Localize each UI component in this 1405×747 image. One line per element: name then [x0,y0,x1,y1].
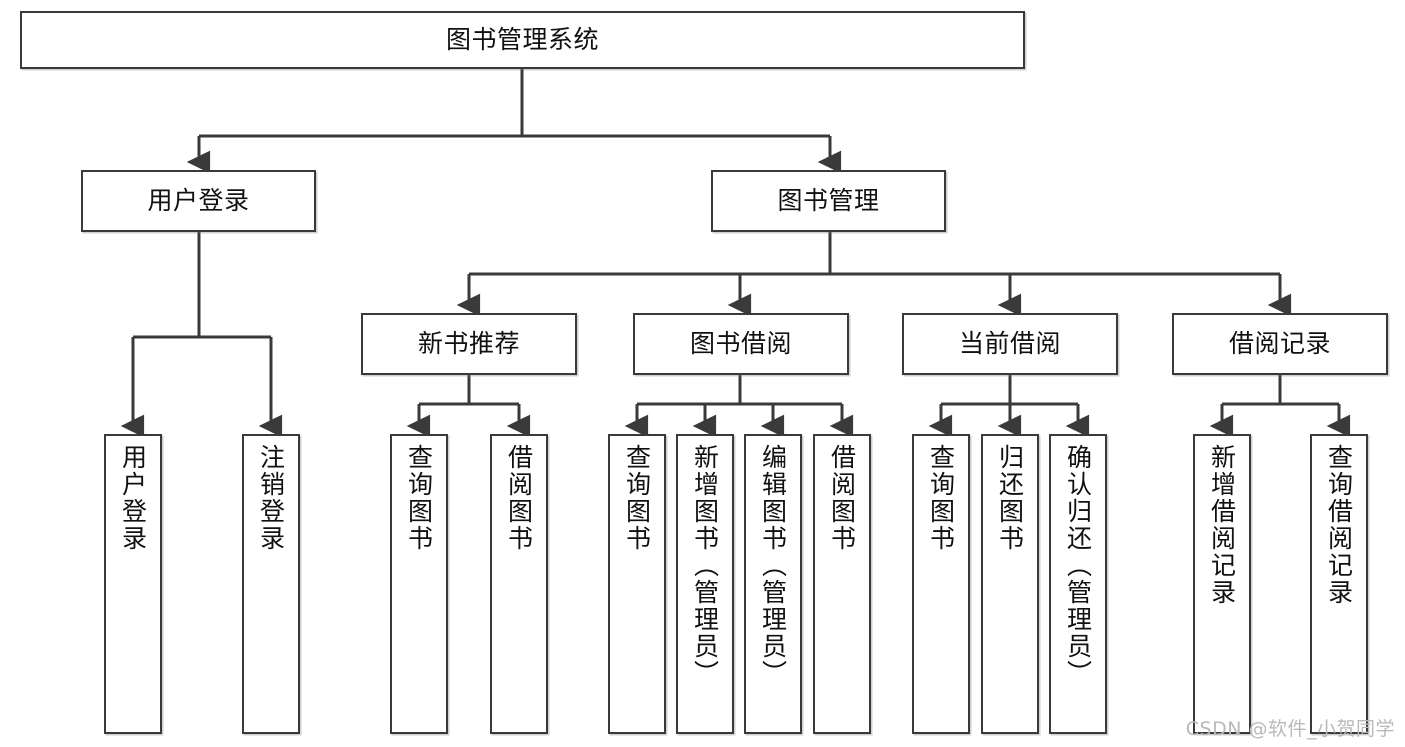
node-borrow-record[interactable]: 借阅记录 [1172,313,1388,375]
csdn-watermark: CSDN @软件_小贺同学 [1185,718,1395,740]
node-new-book-recommend-label: 新书推荐 [417,329,520,359]
node-leaf-add-record-label: 新增借阅记录 [1207,444,1237,606]
node-book-borrow-label: 图书借阅 [689,329,792,359]
node-leaf-query-book-1[interactable]: 查询图书 [390,434,448,734]
node-leaf-query-book-3[interactable]: 查询图书 [912,434,970,734]
node-leaf-query-book-3-label: 查询图书 [926,444,956,552]
node-leaf-borrow-book-2[interactable]: 借阅图书 [813,434,871,734]
node-leaf-add-book-label: 新增图书（管理员） [690,444,720,687]
node-leaf-confirm-return-label: 确认归还（管理员） [1063,444,1093,687]
node-borrow-record-label: 借阅记录 [1228,329,1331,359]
node-leaf-user-login-label: 用户登录 [118,444,148,552]
node-leaf-borrow-book-1-label: 借阅图书 [504,444,534,552]
node-leaf-logout-login[interactable]: 注销登录 [242,434,300,734]
node-leaf-borrow-book-2-label: 借阅图书 [827,444,857,552]
node-root-system[interactable]: 图书管理系统 [20,11,1025,69]
node-current-borrow-label: 当前借阅 [958,329,1061,359]
node-book-borrow[interactable]: 图书借阅 [633,313,849,375]
node-leaf-add-book[interactable]: 新增图书（管理员） [676,434,734,734]
node-leaf-query-book-1-label: 查询图书 [404,444,434,552]
node-book-management-label: 图书管理 [777,186,880,216]
node-book-management[interactable]: 图书管理 [711,170,946,232]
node-leaf-query-book-2-label: 查询图书 [622,444,652,552]
node-leaf-query-book-2[interactable]: 查询图书 [608,434,666,734]
node-leaf-edit-book-label: 编辑图书（管理员） [758,444,788,687]
node-leaf-return-book-label: 归还图书 [995,444,1025,552]
node-user-login-label: 用户登录 [147,186,250,216]
node-leaf-confirm-return[interactable]: 确认归还（管理员） [1049,434,1107,734]
node-leaf-borrow-book-1[interactable]: 借阅图书 [490,434,548,734]
node-current-borrow[interactable]: 当前借阅 [902,313,1118,375]
node-leaf-edit-book[interactable]: 编辑图书（管理员） [744,434,802,734]
node-leaf-query-record-label: 查询借阅记录 [1324,444,1354,606]
node-leaf-query-record[interactable]: 查询借阅记录 [1310,434,1368,734]
node-leaf-logout-login-label: 注销登录 [256,444,286,552]
node-leaf-return-book[interactable]: 归还图书 [981,434,1039,734]
node-leaf-add-record[interactable]: 新增借阅记录 [1193,434,1251,734]
node-leaf-user-login[interactable]: 用户登录 [104,434,162,734]
node-root-system-label: 图书管理系统 [445,25,599,55]
node-user-login[interactable]: 用户登录 [81,170,316,232]
node-new-book-recommend[interactable]: 新书推荐 [361,313,577,375]
